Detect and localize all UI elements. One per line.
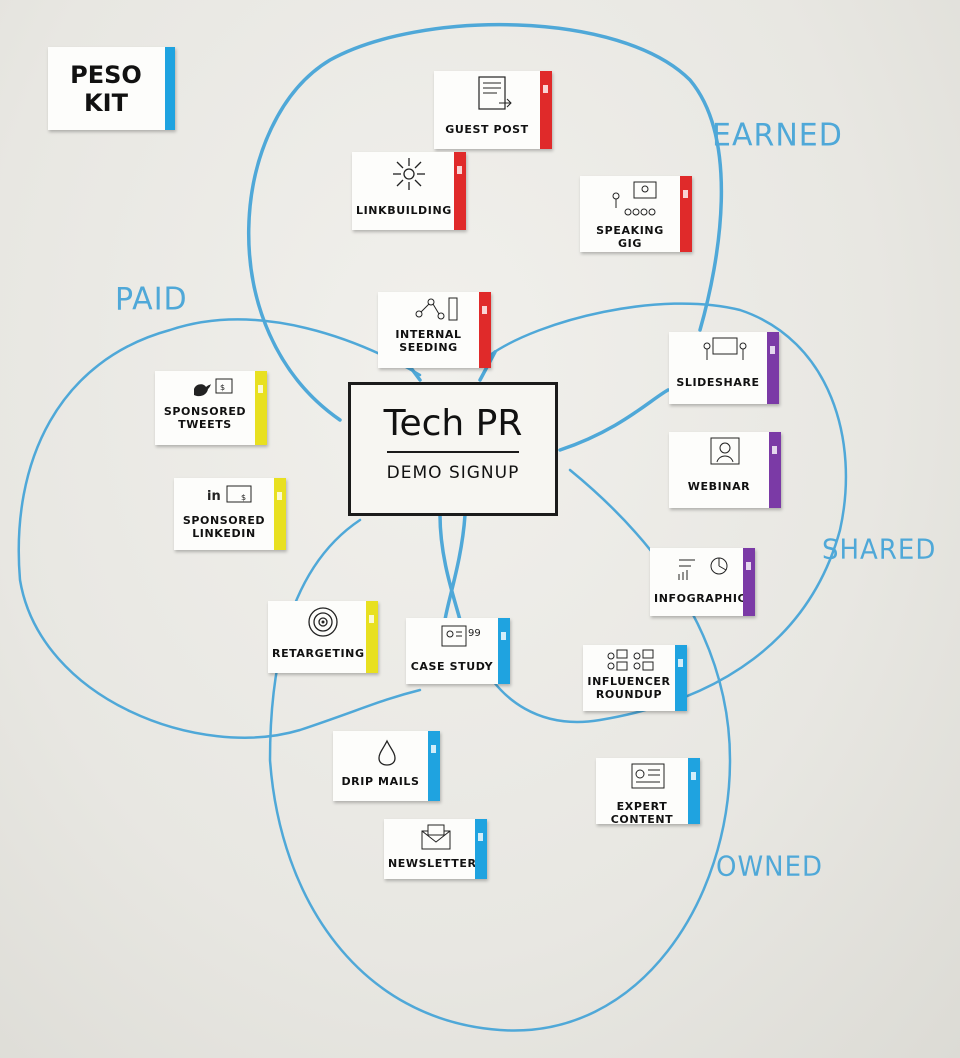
card-internal-seeding[interactable]: INTERNAL SEEDING bbox=[378, 292, 491, 368]
card-sponsored-tweets[interactable]: $ SPONSORED TWEETS bbox=[155, 371, 267, 445]
earned-stripe bbox=[540, 71, 552, 149]
card-retargeting-label: RETARGETING bbox=[272, 647, 365, 660]
card-expert-content-label: EXPERT CONTENT bbox=[610, 800, 674, 824]
peso-kit-label: PESO KIT bbox=[70, 61, 142, 117]
svg-text:99: 99 bbox=[468, 628, 480, 639]
card-case-study-label: CASE STUDY bbox=[410, 660, 494, 673]
card-linkbuilding-label: LINKBUILDING bbox=[356, 204, 452, 217]
shared-stripe bbox=[743, 548, 755, 616]
card-newsletter-label: NEWSLETTER bbox=[388, 857, 477, 870]
connector-bottom-left bbox=[438, 513, 462, 622]
svg-text:$: $ bbox=[241, 493, 246, 502]
card-speaking-gig[interactable]: SPEAKING GIG bbox=[580, 176, 692, 252]
card-linkbuilding[interactable]: LINKBUILDING bbox=[352, 152, 466, 230]
paid-stripe bbox=[274, 478, 286, 550]
owned-stripe bbox=[498, 618, 510, 684]
owned-stripe bbox=[675, 645, 687, 711]
card-sponsored-tweets-label: SPONSORED TWEETS bbox=[163, 405, 247, 431]
card-webinar-label: WEBINAR bbox=[687, 480, 751, 493]
card-guest-post-label: GUEST POST bbox=[445, 123, 529, 136]
paid-stripe bbox=[255, 371, 267, 445]
card-sponsored-linkedin[interactable]: in $ SPONSORED LINKEDIN bbox=[174, 478, 286, 550]
document-icon bbox=[478, 76, 512, 110]
shared-label: SHARED bbox=[822, 534, 937, 566]
card-slideshare-label: SLIDESHARE bbox=[676, 376, 760, 389]
peso-kit-card: PESO KIT bbox=[48, 47, 175, 130]
paid-circle bbox=[17, 318, 422, 739]
connector-bottom-right bbox=[443, 513, 467, 622]
peso-kit-stripe bbox=[165, 47, 175, 130]
svg-text:in: in bbox=[207, 489, 221, 504]
card-retargeting[interactable]: RETARGETING bbox=[268, 601, 378, 673]
card-infographic[interactable]: INFOGRAPHIC bbox=[650, 548, 755, 616]
card-drip-mails-label: DRIP MAILS bbox=[341, 775, 420, 788]
svg-text:$: $ bbox=[220, 383, 225, 392]
shared-stripe bbox=[769, 432, 781, 508]
owned-stripe bbox=[688, 758, 700, 824]
target-icon bbox=[308, 607, 338, 637]
center-title: Tech PR bbox=[383, 403, 523, 444]
linkedin-icon: in $ bbox=[207, 485, 252, 504]
card-internal-seeding-label: INTERNAL SEEDING bbox=[395, 328, 462, 354]
sunburst-icon bbox=[393, 158, 425, 190]
card-slideshare[interactable]: SLIDESHARE bbox=[669, 332, 779, 404]
center-goal-box: Tech PR DEMO SIGNUP bbox=[348, 382, 558, 516]
shared-stripe bbox=[767, 332, 779, 404]
slide-presentation-icon bbox=[703, 337, 747, 360]
paid-stripe bbox=[366, 601, 378, 673]
card-guest-post[interactable]: GUEST POST bbox=[434, 71, 552, 149]
profile-card-icon bbox=[631, 763, 665, 789]
owned-circle bbox=[268, 468, 732, 1032]
owned-label: OWNED bbox=[716, 851, 824, 883]
chart-icon bbox=[678, 557, 727, 580]
card-newsletter[interactable]: NEWSLETTER bbox=[384, 819, 487, 879]
card-infographic-label: INFOGRAPHIC bbox=[654, 592, 747, 605]
presenter-icon bbox=[612, 181, 657, 216]
paid-label: PAID bbox=[115, 281, 188, 318]
card-case-study[interactable]: 99 CASE STUDY bbox=[406, 618, 510, 684]
center-divider bbox=[387, 451, 519, 453]
drop-icon bbox=[377, 739, 396, 766]
speech-bubbles-icon bbox=[607, 649, 654, 671]
shared-circle bbox=[478, 302, 848, 724]
card-webinar[interactable]: WEBINAR bbox=[669, 432, 781, 508]
card-speaking-gig-label: SPEAKING GIG bbox=[596, 224, 664, 250]
earned-stripe bbox=[479, 292, 491, 368]
earned-circle bbox=[247, 22, 724, 422]
card-influencer-roundup[interactable]: INFLUENCER ROUNDUP bbox=[583, 645, 687, 711]
earned-stripe bbox=[454, 152, 466, 230]
owned-stripe bbox=[428, 731, 440, 801]
connector-right bbox=[558, 388, 670, 452]
center-subtitle: DEMO SIGNUP bbox=[386, 463, 520, 483]
quote-document-icon: 99 bbox=[441, 625, 480, 647]
envelope-icon bbox=[421, 824, 450, 850]
earned-label: EARNED bbox=[712, 117, 843, 154]
twitter-bird-icon: $ bbox=[194, 378, 233, 397]
card-influencer-roundup-label: INFLUENCER ROUNDUP bbox=[587, 675, 671, 701]
screen-person-icon bbox=[710, 437, 740, 465]
network-icon bbox=[415, 297, 457, 321]
card-expert-content[interactable]: EXPERT CONTENT bbox=[596, 758, 700, 824]
earned-stripe bbox=[680, 176, 692, 252]
card-drip-mails[interactable]: DRIP MAILS bbox=[333, 731, 440, 801]
card-sponsored-linkedin-label: SPONSORED LINKEDIN bbox=[182, 514, 266, 540]
owned-stripe bbox=[475, 819, 487, 879]
